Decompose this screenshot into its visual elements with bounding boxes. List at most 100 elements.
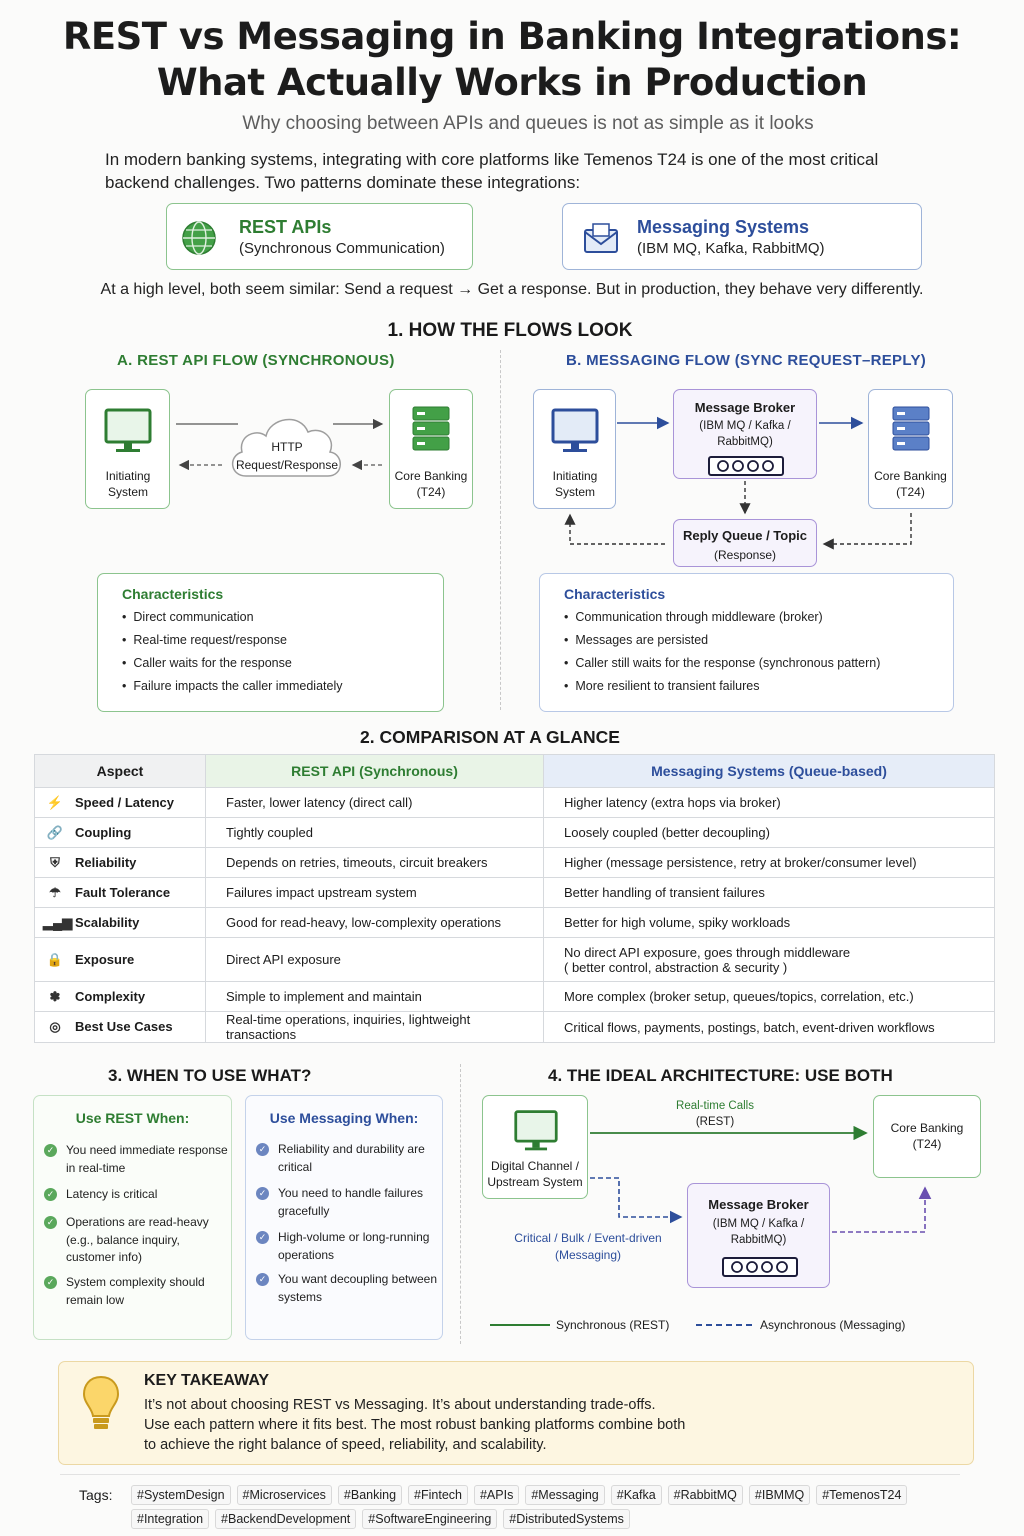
tag[interactable]: #TemenosT24 [816,1485,908,1505]
messaging-systems-card: Messaging Systems (IBM MQ, Kafka, Rabbit… [562,203,922,270]
tag[interactable]: #IBMMQ [748,1485,811,1505]
messaging-flow-arrows [564,416,912,550]
comparison-table: Aspect REST API (Synchronous) Messaging … [34,754,995,1043]
aspect-label: Complexity [75,988,146,1004]
tag[interactable]: #Kafka [610,1485,662,1505]
http-request-response-label: HTTP Request/Response [235,440,339,472]
msg-core-banking-node: Core Banking (T24) [868,389,953,509]
aspect-label: Reliability [75,854,137,870]
takeaway-line: Use each pattern where it fits best. The… [144,1417,686,1433]
lightning-icon: ⚡ [46,794,64,810]
takeaway-line: to achieve the right balance of speed, r… [144,1437,547,1453]
list-item: More resilient to transient failures [564,679,880,702]
check-icon: ✓ [256,1273,269,1286]
list-item: ✓High-volume or long-running operations [256,1229,441,1264]
rest-characteristics-list: Direct communication Real-time request/r… [122,610,343,702]
messaging-cell: No direct API exposure, goes through mid… [543,937,995,982]
tag[interactable]: #Fintech [408,1485,468,1505]
list-item: Caller waits for the response [122,656,343,679]
monitor-icon [104,408,152,452]
tag[interactable]: #SystemDesign [131,1485,231,1505]
umbrella-icon: ☂ [49,884,61,900]
server-icon [892,406,930,451]
ideal-message-broker-node: Message Broker (IBM MQ / Kafka / RabbitM… [687,1183,830,1288]
digital-channel-label: Digital Channel / Upstream System [487,1159,583,1189]
aspect-cell: ⚡Speed / Latency [34,787,206,818]
check-icon: ✓ [44,1216,57,1229]
messaging-cell-text: Higher (message persistence, retry at br… [564,855,917,870]
queue-icon [722,1257,798,1277]
messaging-cell-text: Higher latency (extra hops via broker) [564,795,781,810]
section-2-title: 2. COMPARISON AT A GLANCE [360,727,620,747]
tags-label: Tags: [79,1487,113,1503]
messaging-cell-text: More complex (broker setup, queues/topic… [564,989,914,1004]
list-item: ✓System complexity should remain low [44,1274,229,1309]
rest-cell: Faster, lower latency (direct call) [205,787,544,818]
list-item-text: You want decoupling between systems [278,1272,438,1304]
shield-icon: ⛨ [50,854,60,870]
rest-initiating-label: Initiating System [105,469,151,499]
key-takeaway-box: KEY TAKEAWAY It’s not about choosing RES… [58,1361,974,1465]
rest-apis-card: REST APIs (Synchronous Communication) [166,203,473,270]
tag[interactable]: #Banking [337,1485,403,1505]
rest-apis-subtitle: (Synchronous Communication) [239,240,445,257]
tag[interactable]: #BackendDevelopment [215,1509,357,1529]
msg-core-banking-label: Core Banking (T24) [874,469,947,499]
critical-bulk-subtitle: (Messaging) [554,1248,622,1262]
section-divider [460,1064,461,1344]
check-icon: ✓ [44,1276,57,1289]
message-broker-subtitle: (IBM MQ / Kafka / RabbitMQ) [699,420,791,448]
tags-row-2: #Integration#BackendDevelopment#Software… [131,1509,991,1529]
rest-characteristics-box: Characteristics Direct communication Rea… [97,573,444,712]
section-3-title: 3. WHEN TO USE WHAT? [108,1066,312,1085]
rest-cell: Good for read-heavy, low-complexity oper… [205,907,544,938]
section-divider [500,350,501,710]
rest-cell: Depends on retries, timeouts, circuit br… [205,847,544,878]
aspect-cell: ☂ Fault Tolerance [34,877,206,908]
list-item: ✓Operations are read-heavy (e.g., balanc… [44,1214,229,1267]
rest-cell: Tightly coupled [205,817,544,848]
check-icon: ✓ [44,1144,57,1157]
use-messaging-title: Use Messaging When: [269,1110,419,1126]
ideal-broker-subtitle: (IBM MQ / Kafka / RabbitMQ) [712,1218,805,1246]
aspect-label: Fault Tolerance [75,884,171,900]
queue-icon [708,456,784,476]
digital-channel-node: Digital Channel / Upstream System [482,1095,588,1199]
tag[interactable]: #Integration [131,1509,210,1529]
realtime-calls-title: Real-time Calls [676,1100,754,1112]
link-icon: 🔗 [46,824,64,840]
envelope-icon [584,223,618,253]
message-broker-title: Message Broker [694,400,796,415]
messaging-cell-text: Critical flows, payments, postings, batc… [564,1019,935,1035]
key-takeaway-title: KEY TAKEAWAY [144,1372,270,1389]
messaging-systems-title: Messaging Systems [637,217,810,237]
critical-bulk-title: Critical / Bulk / Event-driven [514,1231,662,1245]
message-broker-node: Message Broker (IBM MQ / Kafka / RabbitM… [673,389,817,479]
aspect-cell: ✽Complexity [34,981,206,1012]
messaging-cell-text: Better for high volume, spiky workloads [564,915,791,930]
tag[interactable]: #Messaging [525,1485,605,1505]
key-takeaway-text: It’s not about choosing REST vs Messagin… [144,1395,685,1455]
tag[interactable]: #RabbitMQ [667,1485,743,1505]
critical-bulk-label: Critical / Bulk / Event-driven (Messagin… [508,1230,668,1264]
messaging-cell: Loosely coupled (better decoupling) [543,817,995,848]
lock-icon: 🔒 [46,951,64,967]
tags-divider [60,1474,960,1475]
rest-flow-arrows [176,418,384,471]
realtime-calls-label: Real-time Calls (REST) [640,1098,790,1130]
legend-async-label: Asynchronous (Messaging) [760,1318,906,1332]
page-subtitle: Why choosing between APIs and queues is … [242,113,814,134]
check-icon: ✓ [256,1143,269,1156]
messaging-cell-text: Loosely coupled (better decoupling) [564,825,770,840]
ideal-broker-title: Message Broker [708,1197,809,1212]
rest-initiating-system-node: Initiating System [85,389,170,509]
tag[interactable]: #APIs [473,1485,520,1505]
tag[interactable]: #SoftwareEngineering [362,1509,498,1529]
tag[interactable]: #DistributedSystems [503,1509,630,1529]
tag[interactable]: #Microservices [236,1485,332,1505]
list-item: ✓You need to handle failures gracefully [256,1185,441,1220]
globe-icon [182,221,216,255]
